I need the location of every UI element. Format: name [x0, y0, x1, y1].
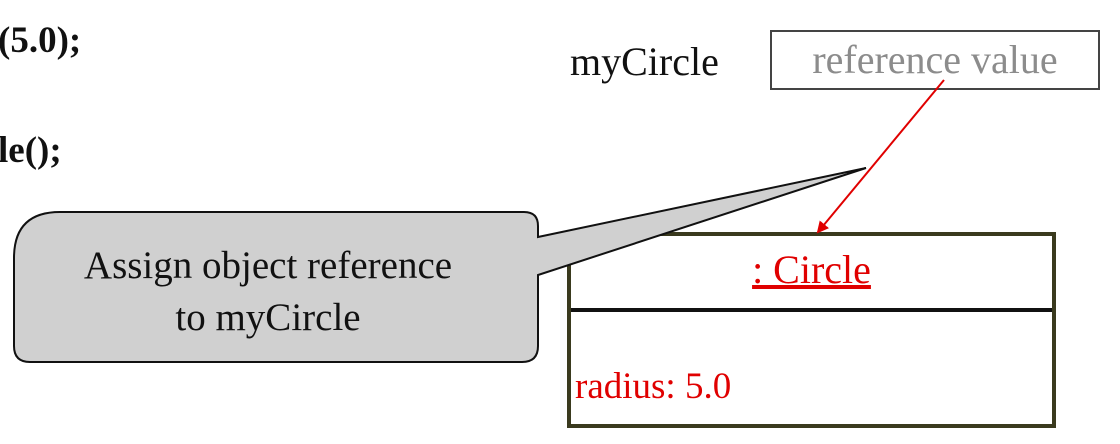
callout-text-line-2: to myCircle: [175, 296, 361, 339]
variable-name-label: myCircle: [570, 39, 719, 84]
callout-text-line-1: Assign object reference: [83, 244, 453, 287]
reference-arrow: [816, 79, 945, 234]
circle-object-box: : Circle radius: 5.0: [567, 232, 1056, 428]
code-line-1: (5.0);: [0, 20, 82, 61]
code-line-2: le();: [0, 130, 62, 171]
object-field-radius: radius: 5.0: [575, 366, 732, 407]
object-divider: [571, 308, 1052, 312]
reference-value-box: reference value: [770, 30, 1100, 90]
callout-bubble: [13, 167, 867, 363]
object-name: : Circle: [752, 247, 871, 292]
callout-text: Assign object reference to myCircle: [14, 240, 522, 344]
